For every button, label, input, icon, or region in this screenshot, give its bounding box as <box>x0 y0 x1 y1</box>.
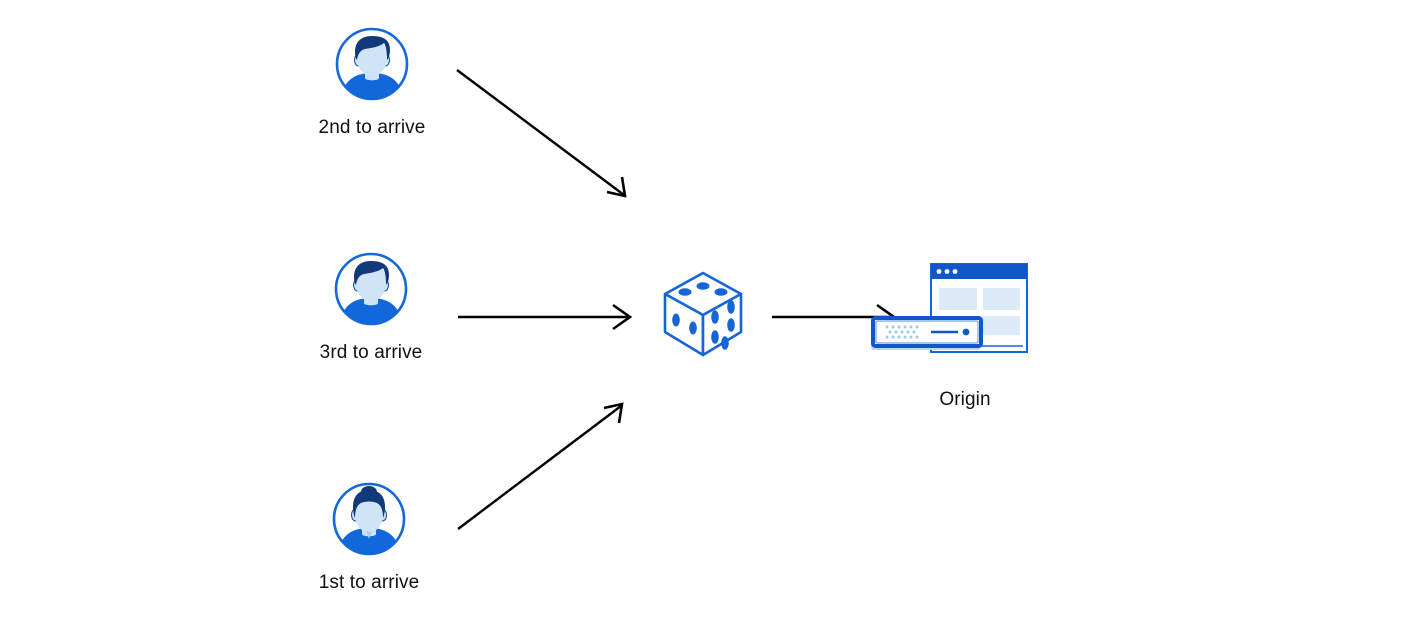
client-node-second[interactable]: 2nd to arrive <box>272 26 472 140</box>
user-avatar-icon <box>335 27 409 101</box>
client-label: 2nd to arrive <box>318 117 426 138</box>
origin-label: Origin <box>939 389 991 410</box>
origin-node[interactable]: Origin <box>865 258 1065 412</box>
dice-icon <box>663 271 743 357</box>
client-label: 3rd to arrive <box>319 342 423 363</box>
user-avatar-icon <box>332 482 406 556</box>
avatar <box>334 26 410 102</box>
arrow-second-to-dice <box>456 69 627 198</box>
arrow-third-to-dice <box>458 303 633 331</box>
server-status-light <box>962 328 970 336</box>
server-appliance-icon <box>871 316 983 350</box>
client-label: 1st to arrive <box>318 572 420 593</box>
user-avatar-icon <box>334 252 408 326</box>
origin-graphic <box>865 258 1065 370</box>
server-vents <box>885 325 919 339</box>
avatar <box>333 251 409 327</box>
arrow-first-to-dice <box>457 402 624 530</box>
client-node-first[interactable]: 1st to arrive <box>269 481 469 595</box>
random-selector-node[interactable] <box>655 265 751 361</box>
client-node-third[interactable]: 3rd to arrive <box>271 251 471 365</box>
origin-icons <box>871 263 1028 353</box>
dice-pips <box>672 282 735 350</box>
avatar <box>331 481 407 557</box>
